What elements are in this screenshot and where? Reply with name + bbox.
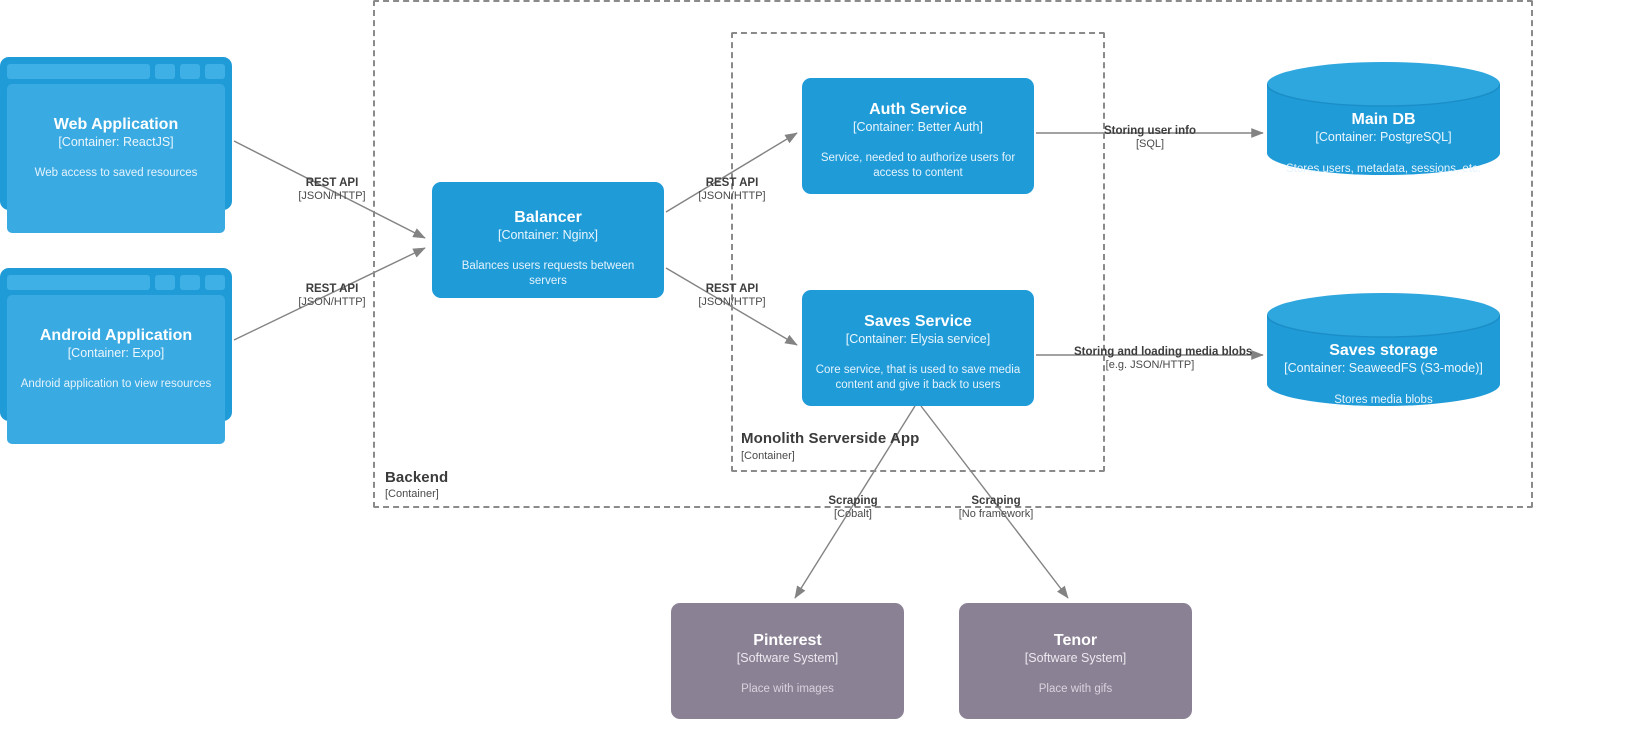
browser-button-icon	[205, 275, 225, 290]
node-technology: [Container: PostgreSQL]	[1315, 130, 1452, 145]
node-title: Tenor	[1053, 632, 1098, 649]
edge-label-balancer-to-saves: REST API [JSON/HTTP]	[672, 282, 792, 310]
node-pinterest[interactable]: Pinterest [Software System] Place with i…	[671, 603, 904, 719]
node-body: Main DB [Container: PostgreSQL] Stores u…	[1267, 88, 1500, 175]
node-technology: [Container: ReactJS]	[58, 135, 174, 150]
edge-label-text: REST API	[305, 283, 359, 295]
edge-label-text: Storing user info	[1104, 125, 1196, 137]
node-technology: [Container: SeaweedFS (S3-mode)]	[1284, 361, 1483, 376]
boundary-backend	[373, 0, 1533, 508]
node-description: Web access to saved resources	[34, 167, 198, 180]
node-title: Pinterest	[753, 632, 822, 649]
edge-label-tech: [No framework]	[958, 508, 1034, 521]
node-title: Android Application	[39, 327, 193, 344]
node-auth-service[interactable]: Auth Service [Container: Better Auth] Se…	[802, 78, 1034, 194]
boundary-monolith-sublabel: [Container]	[741, 450, 795, 462]
browser-chrome-bar	[7, 64, 225, 79]
edge-label-text: REST API	[705, 283, 759, 295]
edge-label-saves-to-tenor: Scraping [No framework]	[936, 494, 1056, 522]
edge-label-text: Storing and loading media blobs	[1074, 346, 1253, 358]
node-body: Web Application [Container: ReactJS] Web…	[7, 84, 225, 233]
edge-label-tech: [SQL]	[1135, 138, 1165, 151]
edge-label-saves-to-pinterest: Scraping [Cobalt]	[793, 494, 913, 522]
node-title: Main DB	[1351, 111, 1416, 128]
node-technology: [Container: Elysia service]	[845, 332, 991, 347]
node-technology: [Container: Nginx]	[497, 228, 599, 243]
node-title: Web Application	[53, 116, 179, 133]
edge-label-balancer-to-auth: REST API [JSON/HTTP]	[672, 176, 792, 204]
edge-label-text: REST API	[305, 177, 359, 189]
edge-label-tech: [JSON/HTTP]	[698, 190, 766, 203]
node-description: Place with images	[741, 682, 834, 695]
boundary-backend-label: Backend	[385, 469, 449, 486]
node-title: Auth Service	[869, 101, 967, 118]
node-title: Saves storage	[1329, 342, 1438, 359]
edge-label-tech: [e.g. JSON/HTTP]	[1105, 359, 1195, 372]
node-technology: [Software System]	[736, 651, 839, 666]
node-balancer[interactable]: Balancer [Container: Nginx] Balances use…	[432, 182, 664, 298]
node-description: Balances users requests between servers	[461, 259, 635, 287]
node-title: Balancer	[514, 209, 582, 226]
browser-chrome-bar	[7, 275, 225, 290]
cylinder-shape-icon	[1267, 293, 1500, 406]
edge-label-text: REST API	[705, 177, 759, 189]
edge-label-tech: [Cobalt]	[834, 508, 872, 521]
browser-button-icon	[155, 275, 175, 290]
node-description: Core service, that is used to save media…	[815, 363, 1021, 391]
node-technology: [Container: Better Auth]	[853, 120, 983, 135]
browser-button-icon	[205, 64, 225, 79]
edge-label-text: Scraping	[828, 495, 878, 507]
browser-button-icon	[180, 275, 200, 290]
node-title: Saves Service	[864, 313, 972, 330]
node-description: Service, needed to authorize users for a…	[820, 151, 1016, 179]
node-body: Saves storage [Container: SeaweedFS (S3-…	[1267, 319, 1500, 406]
node-main-db[interactable]: Main DB [Container: PostgreSQL] Stores u…	[1267, 62, 1500, 175]
edge-label-tech: [JSON/HTTP]	[698, 296, 766, 309]
edge-label-text: Scraping	[971, 495, 1021, 507]
browser-url-bar	[7, 275, 150, 290]
node-tenor[interactable]: Tenor [Software System] Place with gifs	[959, 603, 1192, 719]
node-technology: [Software System]	[1024, 651, 1127, 666]
edge-label-web-to-balancer: REST API [JSON/HTTP]	[272, 176, 392, 204]
cylinder-shape-icon	[1267, 62, 1500, 175]
browser-button-icon	[155, 64, 175, 79]
edge-label-tech: [JSON/HTTP]	[298, 296, 366, 309]
node-saves-service[interactable]: Saves Service [Container: Elysia service…	[802, 290, 1034, 406]
node-technology: [Container: Expo]	[67, 346, 165, 361]
node-body: Android Application [Container: Expo] An…	[7, 295, 225, 444]
browser-button-icon	[180, 64, 200, 79]
node-description: Stores users, metadata, sessions, etc.	[1286, 163, 1481, 176]
boundary-monolith	[731, 32, 1105, 472]
node-web-application[interactable]: Web Application [Container: ReactJS] Web…	[0, 57, 232, 233]
node-saves-storage[interactable]: Saves storage [Container: SeaweedFS (S3-…	[1267, 293, 1500, 406]
edge-label-auth-to-main-db: Storing user info [SQL]	[1090, 124, 1210, 152]
node-description: Android application to view resources	[20, 378, 212, 391]
edge-label-android-to-balancer: REST API [JSON/HTTP]	[272, 282, 392, 310]
node-description: Place with gifs	[1038, 682, 1113, 695]
edge-label-saves-to-storage: Storing and loading media blobs [e.g. JS…	[1074, 345, 1253, 373]
boundary-backend-sublabel: [Container]	[385, 488, 439, 500]
edge-label-tech: [JSON/HTTP]	[298, 190, 366, 203]
browser-url-bar	[7, 64, 150, 79]
node-description: Stores media blobs	[1334, 394, 1433, 407]
boundary-monolith-label: Monolith Serverside App	[741, 430, 920, 447]
node-android-application[interactable]: Android Application [Container: Expo] An…	[0, 268, 232, 444]
